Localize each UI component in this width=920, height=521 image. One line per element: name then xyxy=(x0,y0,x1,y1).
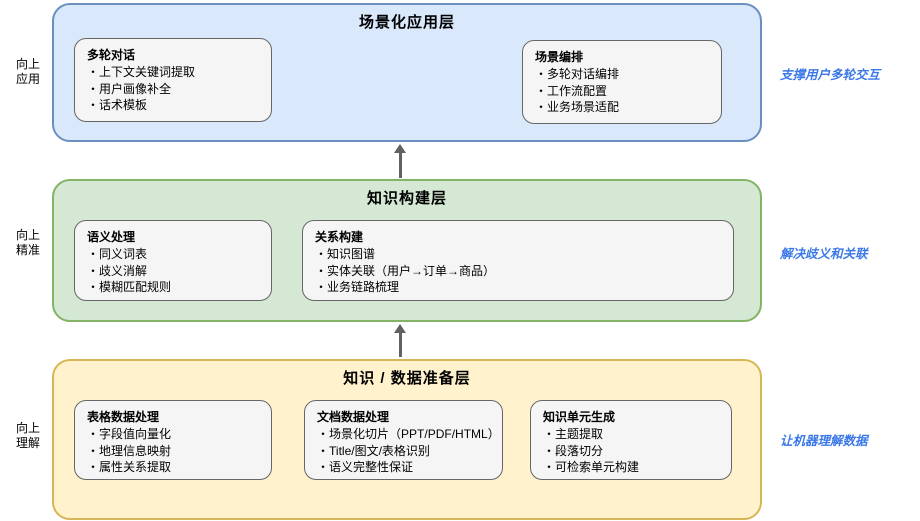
module-scenario-orchestration: 场景编排 多轮对话编排 工作流配置 业务场景适配 xyxy=(522,40,722,124)
module-title: 语义处理 xyxy=(87,230,136,244)
module-item: 同义词表 xyxy=(87,246,259,263)
module-title: 关系构建 xyxy=(315,230,364,244)
module-title: 知识单元生成 xyxy=(543,410,616,424)
module-title: 场景编排 xyxy=(535,50,584,64)
layer-knowledge-construction: 知识构建层 语义处理 同义词表 歧义消解 模糊匹配规则 关系构建 知识图谱 实体… xyxy=(52,179,762,322)
module-knowledge-unit-generation: 知识单元生成 主题提取 段落切分 可检索单元构建 xyxy=(530,400,732,480)
annotation-supports-multi-turn-interaction: 支撑用户多轮交互 xyxy=(780,68,881,82)
up-arrow-icon xyxy=(393,324,407,357)
arrow-head xyxy=(394,324,406,333)
module-item: 字段值向量化 xyxy=(87,426,259,443)
module-document-data-processing: 文档数据处理 场景化切片（PPT/PDF/HTML） Title/图文/表格识别… xyxy=(304,400,503,480)
layer-scenario-application: 场景化应用层 多轮对话 上下文关键词提取 用户画像补全 话术模板 场景编排 多轮… xyxy=(52,3,762,142)
layer-title: 知识 / 数据准备层 xyxy=(343,370,471,387)
module-item-list: 场景化切片（PPT/PDF/HTML） Title/图文/表格识别 语义完整性保… xyxy=(317,426,500,476)
module-item: 上下文关键词提取 xyxy=(87,64,259,81)
module-item-list: 字段值向量化 地理信息映射 属性关系提取 xyxy=(87,426,259,476)
module-item: 主题提取 xyxy=(543,426,719,443)
annotation-resolve-ambiguity-and-relations: 解决歧义和关联 xyxy=(780,247,868,261)
module-multi-turn-dialogue: 多轮对话 上下文关键词提取 用户画像补全 话术模板 xyxy=(74,38,272,122)
arrow-head xyxy=(394,144,406,153)
layer-title: 场景化应用层 xyxy=(358,14,455,31)
module-item: 用户画像补全 xyxy=(87,81,259,98)
module-item-list: 知识图谱 实体关联（用户→订单→商品） 业务链路梳理 xyxy=(315,246,721,296)
annotation-make-machines-understand-data: 让机器理解数据 xyxy=(780,434,868,448)
module-item: 实体关联（用户→订单→商品） xyxy=(315,263,721,280)
module-item-list: 同义词表 歧义消解 模糊匹配规则 xyxy=(87,246,259,296)
side-label-up-precision: 向上 精准 xyxy=(15,228,40,257)
module-item: 歧义消解 xyxy=(87,263,259,280)
module-item: 模糊匹配规则 xyxy=(87,279,259,296)
layer-data-preparation: 知识 / 数据准备层 表格数据处理 字段值向量化 地理信息映射 属性关系提取 文… xyxy=(52,359,762,520)
arrow-shaft xyxy=(398,333,402,357)
side-label-up-application: 向上 应用 xyxy=(15,57,40,86)
module-title: 多轮对话 xyxy=(87,48,136,62)
module-item: 知识图谱 xyxy=(315,246,721,263)
module-item: 地理信息映射 xyxy=(87,443,259,460)
module-title: 表格数据处理 xyxy=(87,410,160,424)
module-item: 话术模板 xyxy=(87,97,259,114)
arrow-shaft xyxy=(398,153,402,178)
up-arrow-icon xyxy=(393,144,407,178)
side-label-up-understanding: 向上 理解 xyxy=(15,421,40,450)
module-item: 段落切分 xyxy=(543,443,719,460)
module-item: 多轮对话编排 xyxy=(535,66,709,83)
module-item: 场景化切片（PPT/PDF/HTML） xyxy=(317,426,500,443)
module-item: 可检索单元构建 xyxy=(543,459,719,476)
module-item: 工作流配置 xyxy=(535,83,709,100)
module-semantic-processing: 语义处理 同义词表 歧义消解 模糊匹配规则 xyxy=(74,220,272,301)
module-item-list: 多轮对话编排 工作流配置 业务场景适配 xyxy=(535,66,709,116)
module-item: Title/图文/表格识别 xyxy=(317,443,490,460)
module-item-list: 上下文关键词提取 用户画像补全 话术模板 xyxy=(87,64,259,114)
module-table-data-processing: 表格数据处理 字段值向量化 地理信息映射 属性关系提取 xyxy=(74,400,272,480)
layer-title: 知识构建层 xyxy=(366,190,447,207)
module-relation-building: 关系构建 知识图谱 实体关联（用户→订单→商品） 业务链路梳理 xyxy=(302,220,734,301)
module-item: 语义完整性保证 xyxy=(317,459,490,476)
module-item: 属性关系提取 xyxy=(87,459,259,476)
module-title: 文档数据处理 xyxy=(317,410,390,424)
module-item: 业务链路梳理 xyxy=(315,279,721,296)
module-item-list: 主题提取 段落切分 可检索单元构建 xyxy=(543,426,719,476)
module-item: 业务场景适配 xyxy=(535,99,709,116)
